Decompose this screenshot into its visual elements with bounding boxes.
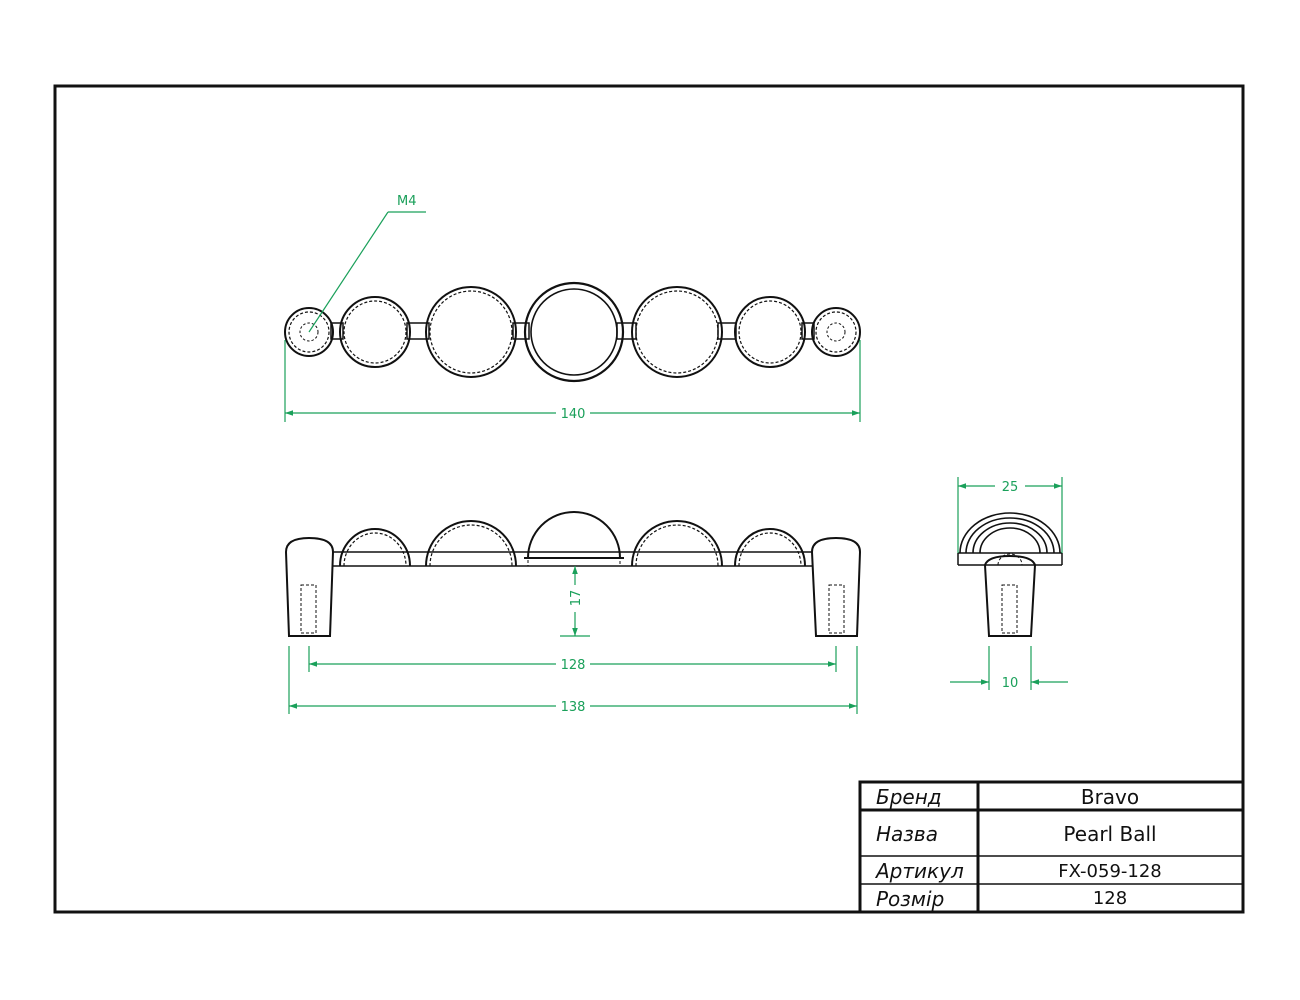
right-end-cap bbox=[811, 307, 861, 357]
title-block-label-article: Артикул bbox=[874, 859, 964, 883]
left-end-cap bbox=[284, 307, 334, 357]
dimension-hole-spacing: 128 bbox=[561, 658, 586, 673]
dimension-leg-width: 10 bbox=[1002, 676, 1019, 691]
title-block-value-name: Pearl Ball bbox=[1063, 822, 1156, 846]
front-view-dimensions bbox=[288, 566, 858, 714]
front-pearl-4 bbox=[631, 520, 723, 567]
front-view bbox=[284, 511, 862, 637]
right-leg bbox=[810, 536, 862, 637]
front-pearl-2 bbox=[425, 520, 517, 567]
dimension-base-length: 138 bbox=[561, 700, 586, 715]
side-view-base bbox=[957, 552, 1063, 566]
front-pearl-5 bbox=[734, 528, 806, 567]
top-view bbox=[284, 281, 861, 383]
top-view-connectors bbox=[330, 322, 815, 340]
title-block-value-brand: Bravo bbox=[1081, 785, 1139, 809]
pearl-2 bbox=[425, 286, 517, 378]
pearl-1 bbox=[339, 296, 411, 368]
title-block-label-name: Назва bbox=[876, 822, 938, 846]
front-pearl-1 bbox=[339, 528, 411, 567]
side-view bbox=[957, 512, 1063, 637]
side-view-dimensions bbox=[950, 477, 1068, 690]
dimension-overall-length: 140 bbox=[561, 407, 586, 422]
title-block bbox=[858, 780, 1245, 914]
side-view-arcs bbox=[959, 512, 1061, 554]
title-block-value-article: FX-059-128 bbox=[1058, 861, 1162, 882]
pearl-4 bbox=[631, 286, 723, 378]
pearl-center bbox=[523, 281, 625, 383]
title-block-label-size: Розмір bbox=[876, 887, 944, 911]
front-pearl-center bbox=[524, 511, 624, 567]
thread-label: M4 bbox=[397, 194, 417, 209]
pearl-5 bbox=[734, 296, 806, 368]
top-view-dimensions bbox=[284, 211, 861, 422]
dimension-width: 25 bbox=[1002, 480, 1019, 495]
title-block-value-size: 128 bbox=[1093, 888, 1127, 909]
title-block-text: Бренд Bravo Назва Pearl Ball Артикул FX-… bbox=[874, 785, 1162, 911]
title-block-label-brand: Бренд bbox=[876, 785, 942, 809]
side-view-leg bbox=[983, 553, 1037, 637]
dimension-height: 17 bbox=[569, 590, 584, 607]
left-leg bbox=[284, 536, 335, 637]
drawing-frame bbox=[53, 84, 1245, 914]
